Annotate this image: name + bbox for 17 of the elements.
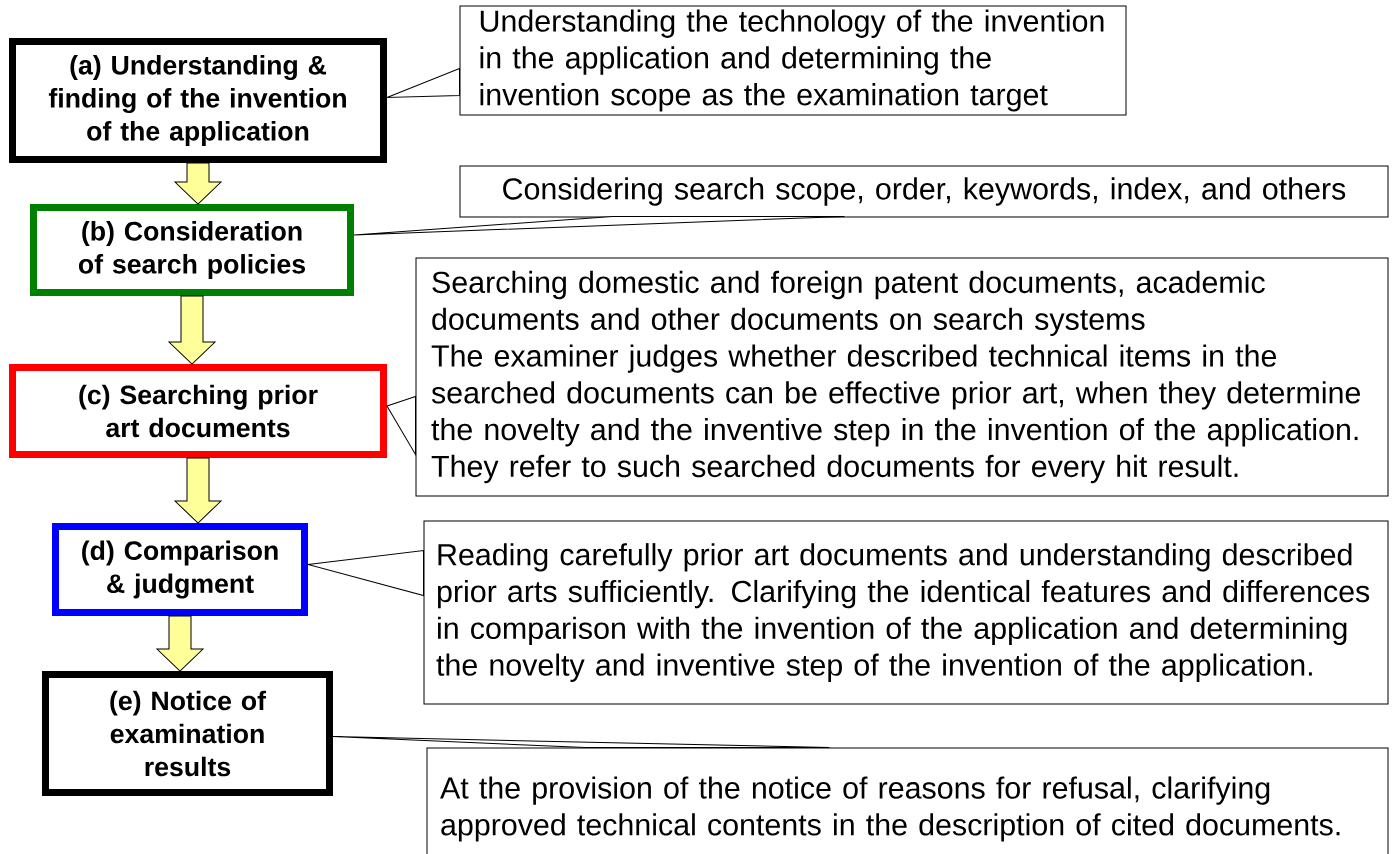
callout-box: At the provision of the notice of reasons for refusal, clarifying approved technical contents in the description of cited documents. bbox=[426, 747, 1389, 854]
block-arrow bbox=[156, 615, 204, 672]
block-arrow bbox=[168, 295, 216, 365]
process-box: (a) Understanding & finding of the invention of the application bbox=[9, 38, 387, 163]
callout-pointer bbox=[307, 550, 424, 596]
process-box: (d) Comparison & judgment bbox=[52, 523, 308, 616]
callout-box: Understanding the technology of the invention in the application and determining the invention scope as the examination target bbox=[459, 5, 1127, 116]
process-box: (e) Notice of examination results bbox=[42, 671, 333, 796]
callout-pointer bbox=[332, 736, 830, 748]
callout-pointer bbox=[386, 396, 416, 455]
block-arrow bbox=[174, 457, 222, 524]
callout-box: Reading carefully prior art documents and understanding described prior arts sufficiently. Clarifying the identical features and differences in comparison with the invention of the application and determining the novelty and inventive step of the invention of the application. bbox=[423, 520, 1389, 705]
block-arrow bbox=[174, 162, 222, 205]
callout-box: Searching domestic and foreign patent documents, academic documents and other documents on search systems The examiner judges whether described technical items in the searched documents can be effective prior art, when they determine the novelty and the inventive step in the invention of the application. They refer to such searched documents for every hit result. bbox=[415, 257, 1389, 497]
callout-pointer bbox=[353, 216, 845, 236]
process-box: (b) Consideration of search policies bbox=[30, 204, 354, 296]
callout-pointer bbox=[386, 68, 460, 98]
